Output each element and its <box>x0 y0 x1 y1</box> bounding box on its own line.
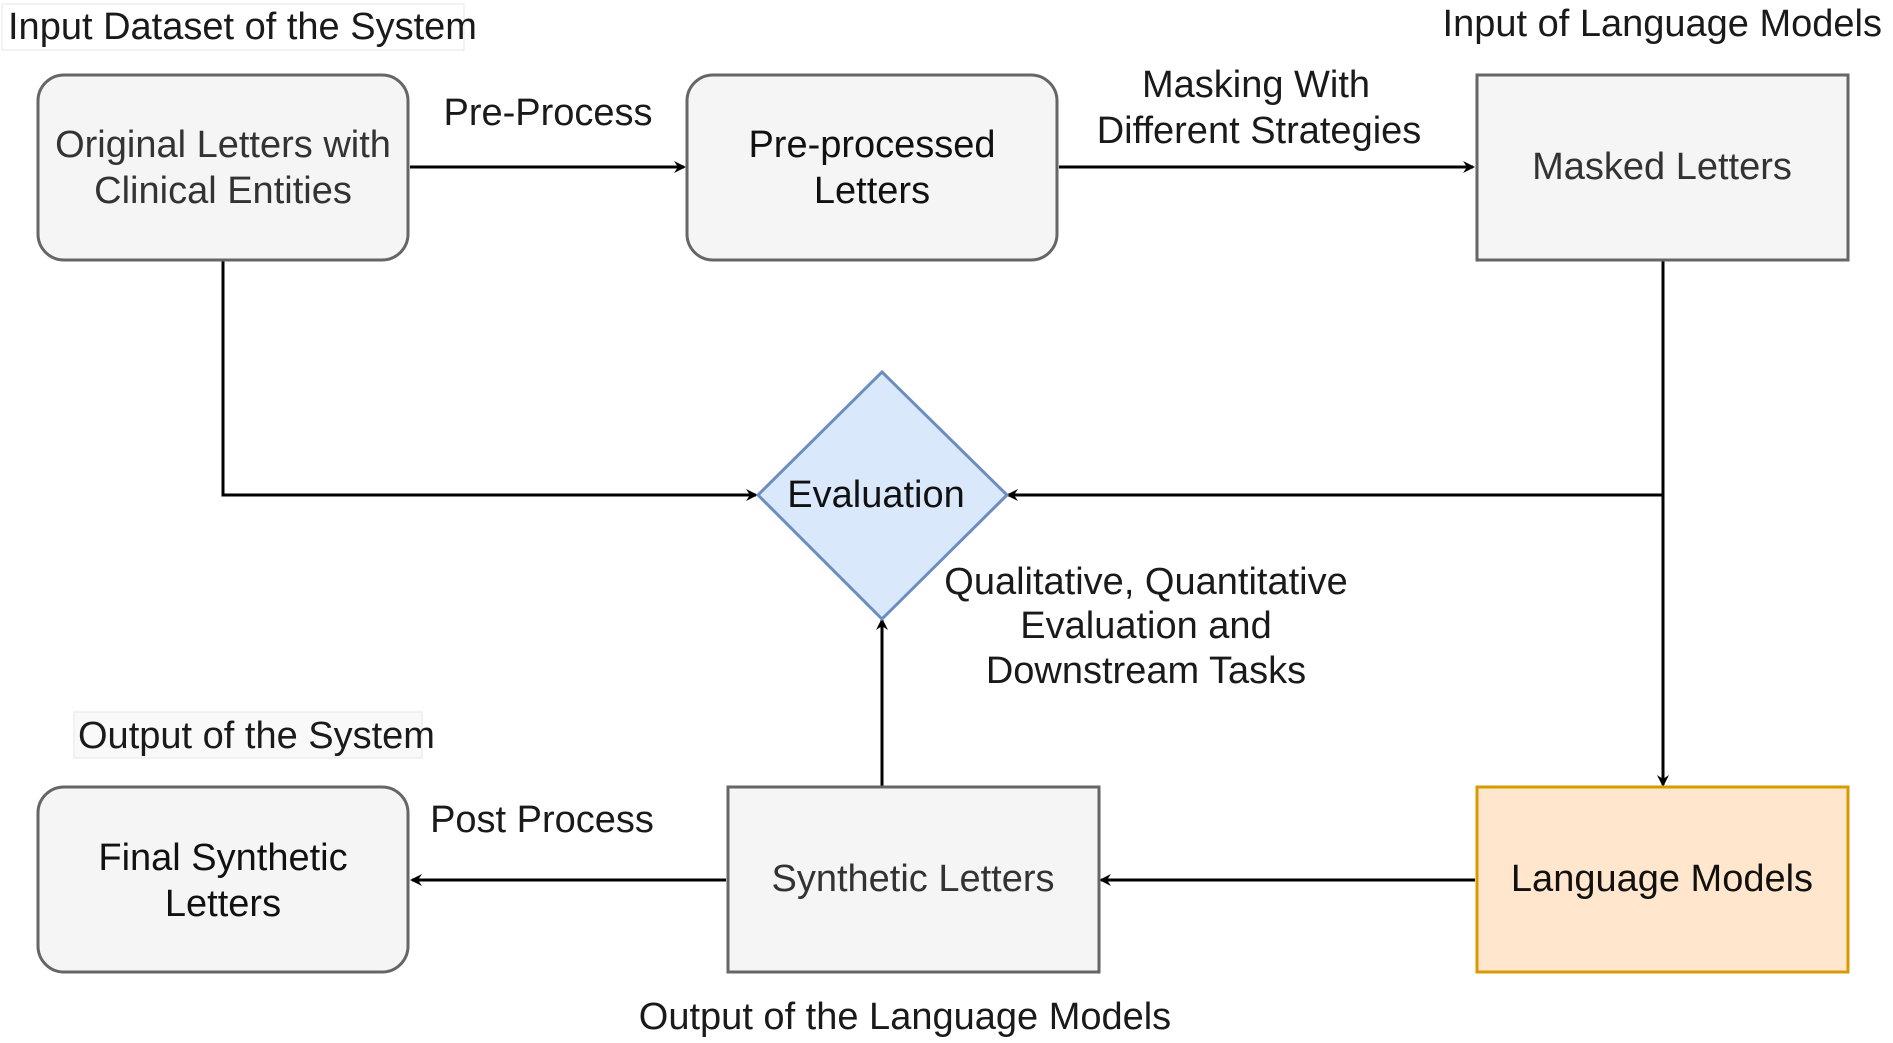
node-language-models-label: Language Models <box>1511 858 1813 900</box>
group-label-input-dataset: Input Dataset of the System <box>1 3 477 51</box>
edge-label-pre-process-text: Pre-Process <box>443 92 652 134</box>
node-original-letters-line-2: Clinical Entities <box>94 170 352 212</box>
group-label-output-system: Output of the System <box>73 711 435 759</box>
node-final-synthetic-letters-line-1: Final Synthetic <box>98 837 347 879</box>
node-original-letters-line-1: Original Letters with <box>55 124 391 166</box>
edge-label-evaluation-types-line-1: Qualitative, Quantitative <box>944 561 1347 603</box>
edge-label-evaluation-types: Qualitative, Quantitative Evaluation and… <box>944 561 1347 692</box>
node-preprocessed-letters: Pre-processed Letters <box>685 73 1059 262</box>
svg-text:Language Models: Language Models <box>1511 858 1813 900</box>
edge-label-masking-line-1: Masking With <box>1142 64 1370 106</box>
svg-text:Masked Letters: Masked Letters <box>1532 146 1792 188</box>
node-final-synthetic-letters-line-2: Letters <box>165 883 281 925</box>
edge-label-post-process: Post Process <box>430 799 654 841</box>
edge-original-to-evaluation <box>221 261 758 501</box>
edges <box>221 161 1669 886</box>
node-evaluation: Evaluation <box>755 369 1010 622</box>
group-label-input-dataset-text: Input Dataset of the System <box>8 6 477 48</box>
edge-label-pre-process: Pre-Process <box>443 92 652 134</box>
group-label-output-lm-text: Output of the Language Models <box>639 996 1171 1038</box>
svg-text:Synthetic Letters: Synthetic Letters <box>771 858 1054 900</box>
node-language-models: Language Models <box>1475 785 1850 974</box>
node-final-synthetic-letters: Final Synthetic Letters <box>36 785 410 974</box>
node-original-letters: Original Letters with Clinical Entities <box>36 73 410 262</box>
svg-text:Pre-processed: Pre-processed <box>748 124 995 166</box>
svg-text:Original Letters with: Original Letters with <box>55 124 391 166</box>
edge-label-evaluation-types-line-2: Evaluation and <box>1020 605 1271 647</box>
edge-label-masking: Masking With Different Strategies <box>1097 64 1422 152</box>
group-label-output-lm: Output of the Language Models <box>639 996 1171 1038</box>
svg-text:Final Synthetic: Final Synthetic <box>98 837 347 879</box>
svg-text:Letters: Letters <box>814 170 930 212</box>
node-evaluation-label: Evaluation <box>787 474 964 516</box>
group-label-input-lm-text: Input of Language Models <box>1443 3 1882 45</box>
edge-label-post-process-text: Post Process <box>430 799 654 841</box>
node-synthetic-letters: Synthetic Letters <box>726 785 1101 974</box>
edge-label-masking-line-2: Different Strategies <box>1097 110 1422 152</box>
svg-text:Clinical Entities: Clinical Entities <box>94 170 352 212</box>
node-preprocessed-letters-line-1: Pre-processed <box>748 124 995 166</box>
group-label-output-system-text: Output of the System <box>78 715 435 757</box>
node-masked-letters-line-1: Masked Letters <box>1532 146 1792 188</box>
svg-text:Letters: Letters <box>165 883 281 925</box>
node-masked-letters: Masked Letters <box>1475 73 1850 262</box>
node-preprocessed-letters-line-2: Letters <box>814 170 930 212</box>
node-synthetic-letters-label: Synthetic Letters <box>771 858 1054 900</box>
edge-label-evaluation-types-line-3: Downstream Tasks <box>986 650 1306 692</box>
svg-text:Evaluation: Evaluation <box>787 474 964 516</box>
group-label-input-lm: Input of Language Models <box>1443 3 1882 45</box>
